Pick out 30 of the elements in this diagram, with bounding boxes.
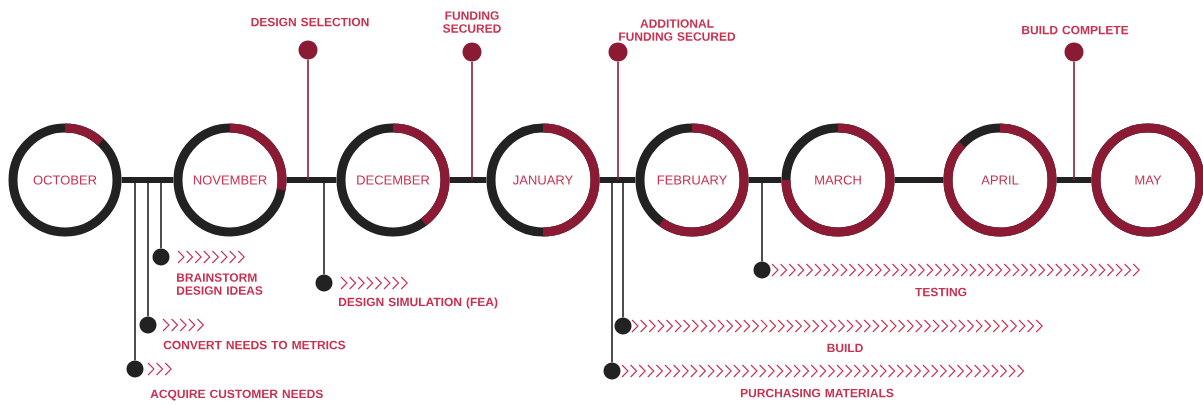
stem-line xyxy=(307,58,309,181)
timeline-segment xyxy=(1056,177,1092,183)
month-ring: APRIL xyxy=(943,123,1057,237)
step-label: BUILD xyxy=(827,343,863,353)
timeline-segment xyxy=(449,177,487,183)
timeline-segment xyxy=(121,177,174,183)
step-label: ACQUIRE CUSTOMER NEEDS xyxy=(150,389,323,401)
step-label: TESTING xyxy=(915,287,967,297)
month-ring: DECEMBER xyxy=(336,123,450,237)
month-ring: FEBRUARY xyxy=(635,123,749,237)
stem-line xyxy=(1073,60,1075,181)
month-ring: JANUARY xyxy=(486,123,600,237)
step-label: FUNDING SECURED xyxy=(443,11,501,33)
step-label: DESIGN SIMULATION (FEA) xyxy=(339,297,498,309)
timeline-segment xyxy=(599,177,636,183)
month-ring: MARCH xyxy=(781,123,895,237)
step-label: BRAINSTORM DESIGN IDEAS xyxy=(177,273,263,295)
month-ring: NOVEMBER xyxy=(173,123,287,237)
step-label: CONVERT NEEDS TO METRICS xyxy=(163,340,346,350)
step-label: ADDITIONAL FUNDING SECURED xyxy=(619,19,736,41)
month-ring: MAY xyxy=(1091,123,1203,237)
step-label: PURCHASING MATERIALS xyxy=(740,388,894,398)
step-label: BUILD COMPLETE xyxy=(1022,25,1129,35)
stem-line xyxy=(617,60,619,181)
month-ring: OCTOBER xyxy=(8,123,122,237)
timeline-segment xyxy=(748,177,782,183)
stem-line xyxy=(471,60,473,181)
timeline-segment xyxy=(286,177,337,183)
step-label: DESIGN SELECTION xyxy=(251,17,369,27)
timeline-segment xyxy=(894,177,944,183)
